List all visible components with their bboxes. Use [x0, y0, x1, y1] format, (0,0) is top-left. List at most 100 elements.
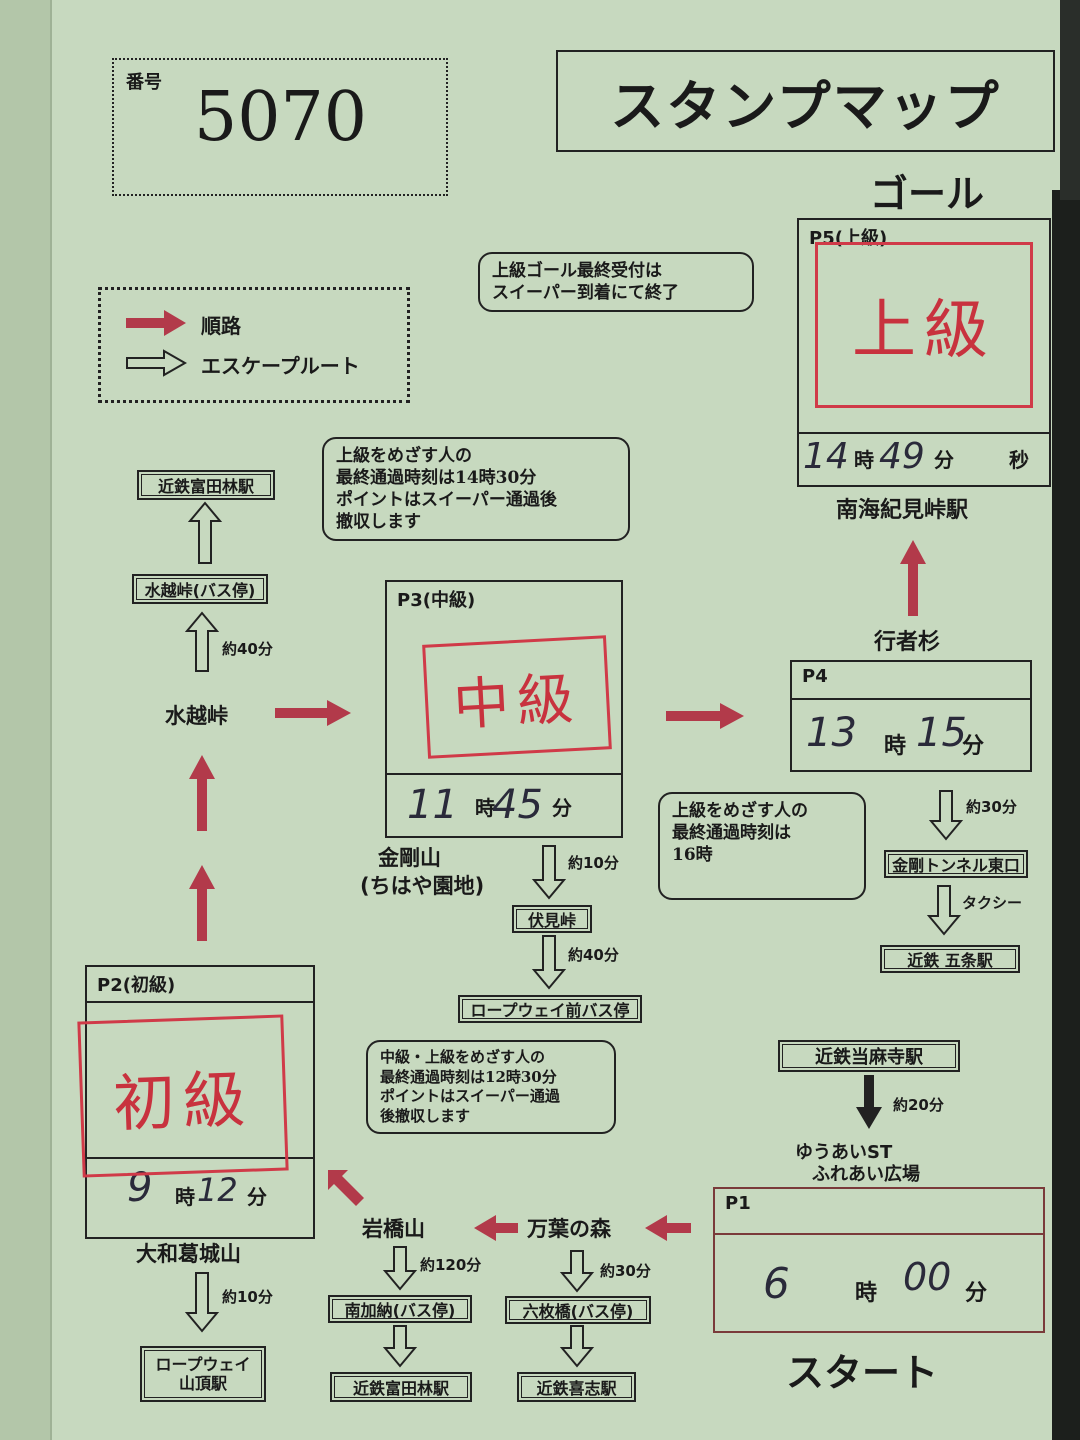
p4-place: 行者杉: [874, 630, 941, 655]
escape-arrow-down-icon: [926, 885, 962, 936]
p2-hour: 9: [127, 1165, 153, 1211]
p5-h: 時: [854, 448, 874, 472]
checkpoint-p5: P5(上級) 上級 14 時 49 分 秒: [797, 218, 1051, 487]
checkpoint-p4: P4 13 時 15 分: [790, 660, 1032, 772]
p2-h: 時: [175, 1185, 195, 1209]
background-edge: [1060, 0, 1080, 200]
p1-m: 分: [965, 1281, 988, 1306]
p1-minute: 00: [903, 1255, 952, 1299]
p3-escape-stop2: ロープウェイ前バス停: [458, 995, 642, 1023]
bubble-line: 上級をめざす人の: [336, 446, 472, 466]
bubble-line: ポイントはスイーパー通過: [380, 1087, 560, 1105]
page-title: スタンプマップ: [610, 74, 1001, 138]
rope-line: 山頂駅: [178, 1374, 227, 1393]
p4-h: 時: [884, 734, 907, 759]
p5-m: 分: [934, 448, 954, 472]
escape-arrow-down-icon: [184, 1272, 220, 1333]
p2-stamp: 初級: [77, 1014, 289, 1178]
manyo-station: 近鉄喜志駅: [517, 1372, 636, 1402]
bubble-line: 上級ゴール最終受付は: [492, 261, 662, 281]
p3-minute: 45: [492, 782, 543, 828]
iwahashi-bus-stop: 南加納(バス停): [328, 1295, 472, 1323]
bubble-line: 撤収します: [336, 512, 421, 533]
p2-notice-bubble: 中級・上級をめざす人の 最終通過時刻は12時30分 ポイントはスイーパー通過 後…: [366, 1040, 616, 1134]
escape-arrow-down-icon: [559, 1325, 595, 1368]
rope-line: ロープウェイ: [155, 1354, 251, 1374]
p2-minute: 12: [197, 1171, 238, 1209]
p3-place: 金剛山: [378, 846, 441, 870]
p4-escape-taxi: タクシー: [962, 894, 1023, 912]
p5-notice-bubble: 上級ゴール最終受付は スイーパー到着にて終了: [478, 252, 754, 313]
manyo-bus-stop: 六枚橋(バス停): [505, 1296, 651, 1324]
left-bus-stop: 水越峠(バス停): [132, 574, 268, 604]
start-place2: ふれあい広場: [812, 1164, 920, 1185]
p2-escape-time: 約10分: [222, 1288, 273, 1306]
p1-label: P1: [725, 1193, 751, 1214]
escape-arrow-down-icon: [531, 845, 567, 900]
legend-escape: エスケープルート: [201, 354, 360, 378]
p5-minute: 49: [879, 436, 925, 477]
bubble-line: 上級をめざす人の: [672, 801, 808, 821]
p1-hour: 6: [763, 1259, 790, 1308]
bubble-line: スイーパー到着にて終了: [492, 283, 679, 304]
divider: [792, 698, 1030, 700]
route-arrow-left-icon: [474, 1215, 518, 1241]
p5-place: 南海紀見峠駅: [836, 498, 969, 523]
p4-escape-stop1: 金剛トンネル東口: [884, 850, 1028, 878]
checkpoint-p2: P2(初級) 9 時 12 分: [85, 965, 315, 1239]
iwahashi-time: 約120分: [420, 1256, 482, 1274]
route-arrow-right-icon: [275, 700, 351, 726]
checkpoint-p3: P3(中級) 中級 11 時 45 分: [385, 580, 623, 838]
iwahashi-place: 岩橋山: [362, 1217, 425, 1241]
p4-hour: 13: [806, 710, 857, 756]
route-arrow-diagonal-icon: [328, 1170, 364, 1206]
p4-minute: 15: [916, 710, 967, 756]
p3-place-sub: (ちはや園地): [360, 874, 485, 898]
paper-fold: [50, 0, 52, 1440]
bubble-line: 16時: [672, 845, 713, 866]
escape-arrow-down-icon: [531, 935, 567, 990]
title-box: スタンプマップ: [556, 50, 1055, 152]
route-arrow-up-icon: [900, 540, 926, 616]
checkpoint-p1: P1 6 時 00 分: [713, 1187, 1045, 1333]
number-box: 番号 5070: [112, 58, 448, 196]
divider: [799, 432, 1049, 434]
p3-h: 時: [475, 796, 495, 820]
legend-route: 順路: [201, 314, 241, 338]
p3-m: 分: [552, 796, 572, 820]
p2-place: 大和葛城山: [136, 1242, 241, 1266]
route-arrow-icon: [126, 310, 186, 336]
rope-summit-station: ロープウェイ 山頂駅: [140, 1346, 266, 1402]
p1-h: 時: [855, 1281, 878, 1306]
p5-stamp: 上級: [815, 242, 1033, 408]
arrow-down-icon: [856, 1075, 882, 1129]
p4-m: 分: [962, 734, 985, 759]
bubble-line: 最終通過時刻は12時30分: [380, 1067, 557, 1086]
route-arrow-up-icon: [189, 865, 215, 941]
escape-arrow-down-icon: [928, 790, 964, 841]
number-label: 番号: [126, 72, 162, 93]
escape-arrow-up-icon: [184, 611, 220, 672]
p3-stamp: 中級: [422, 635, 612, 759]
left-station: 近鉄富田林駅: [137, 470, 275, 500]
start-station: 近鉄当麻寺駅: [778, 1040, 960, 1072]
p3-hour: 11: [407, 782, 458, 828]
bubble-line: 中級・上級をめざす人の: [380, 1048, 546, 1066]
p3-escape-time2: 約40分: [568, 946, 619, 964]
paper-left-strip: [0, 0, 50, 1440]
p3-label: P3(中級): [397, 590, 476, 611]
divider: [715, 1233, 1043, 1235]
manyo-place: 万葉の森: [527, 1217, 611, 1241]
escape-arrow-down-icon: [382, 1246, 418, 1291]
p3-notice-bubble: 上級をめざす人の 最終通過時刻は14時30分 ポイントはスイーパー通過後 撤収し…: [322, 437, 630, 542]
p4-escape-stop2: 近鉄 五条駅: [880, 945, 1020, 973]
bubble-line: ポイントはスイーパー通過後: [336, 490, 557, 511]
divider: [87, 1001, 313, 1003]
p3-escape-time1: 約10分: [568, 854, 619, 872]
start-access-time: 約20分: [893, 1096, 944, 1114]
escape-arrow-down-icon: [382, 1325, 418, 1368]
background-edge: [1052, 190, 1080, 1440]
start-label: スタート: [786, 1351, 939, 1395]
route-arrow-left-icon: [645, 1215, 691, 1241]
iwahashi-station: 近鉄富田林駅: [330, 1372, 472, 1402]
